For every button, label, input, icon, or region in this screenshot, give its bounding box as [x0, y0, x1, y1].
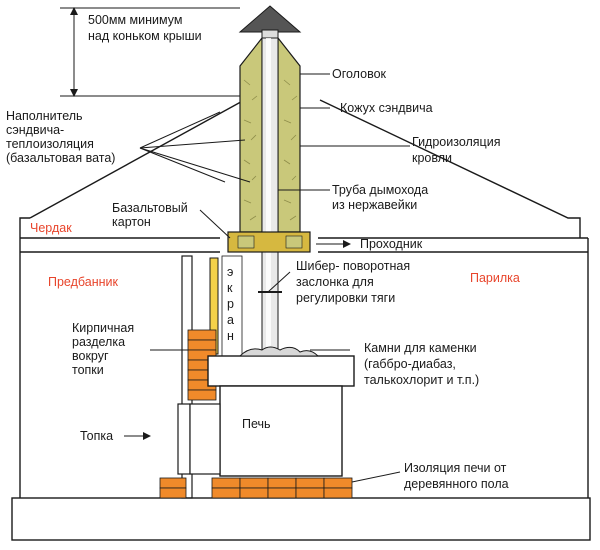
label-damper-line3: регулировки тяги	[296, 291, 395, 305]
roof-eave-left	[19, 217, 30, 238]
label-filler-line3: теплоизоляция	[6, 137, 94, 151]
label-stones-line3: талькохлорит и т.п.)	[364, 373, 479, 387]
label-head: Оголовок	[332, 67, 387, 81]
chimney-cap	[238, 5, 302, 33]
label-height-line2: над коньком крыши	[88, 29, 202, 43]
label-filler-line2: сэндвича-	[6, 123, 64, 137]
stove-top-box	[207, 355, 355, 387]
label-stones-line1: Камни для каменки	[364, 341, 477, 355]
label-basalt-line1: Базальтовый	[112, 201, 188, 215]
leader-lines	[139, 73, 410, 483]
roof-right	[319, 99, 581, 238]
label-brick-line3: вокруг	[72, 349, 109, 363]
label-insul-line1: Изоляция печи от	[404, 461, 507, 475]
label-anteroom: Предбанник	[48, 275, 119, 289]
insulation-texture	[243, 79, 298, 221]
label-damper-line1: Шибер- поворотная	[296, 259, 410, 273]
label-damper-line2: заслонка для	[296, 275, 374, 289]
label-insul-line2: деревянного пола	[404, 477, 509, 491]
label-waterproof-line2: кровли	[412, 151, 452, 165]
label-height-line1: 500мм минимум	[88, 13, 182, 27]
label-pipe-line2: из нержавейки	[332, 198, 417, 212]
label-filler-line4: (базальтовая вата)	[6, 151, 115, 165]
label-pipe-line1: Труба дымохода	[332, 183, 428, 197]
passage-insul-left	[237, 235, 255, 249]
label-passage: Проходник	[360, 237, 423, 251]
firebox-door	[177, 403, 191, 475]
foundation	[11, 497, 591, 541]
firebox-neck	[189, 403, 221, 475]
label-attic: Чердак	[30, 221, 72, 235]
label-filler-line1: Наполнитель	[6, 109, 83, 123]
label-stove: Печь	[242, 417, 271, 431]
insulation-right	[277, 36, 301, 233]
passage-insul-right	[285, 235, 303, 249]
label-basalt-line2: картон	[112, 215, 151, 229]
label-brick-line4: топки	[72, 363, 104, 377]
label-steamroom: Парилка	[470, 271, 520, 285]
stones	[238, 346, 320, 357]
label-screen-k: к	[227, 281, 233, 295]
label-stones-line2: (габбро-диабаз,	[364, 357, 456, 371]
roof-left	[29, 97, 249, 219]
label-casing: Кожух сэндвича	[340, 101, 433, 115]
label-screen-a: а	[227, 313, 234, 327]
label-brick-line1: Кирпичная	[72, 321, 134, 335]
label-screen-r: р	[227, 297, 234, 311]
label-brick-line2: разделка	[72, 335, 125, 349]
label-screen-e: э	[227, 265, 233, 279]
label-waterproof-line1: Гидроизоляция	[412, 135, 500, 149]
label-firebox: Топка	[80, 429, 113, 443]
pipe-highlight	[266, 38, 271, 356]
stove-body	[219, 385, 343, 477]
floor-insulation-bricks	[159, 477, 353, 499]
label-screen-n: н	[227, 329, 234, 343]
